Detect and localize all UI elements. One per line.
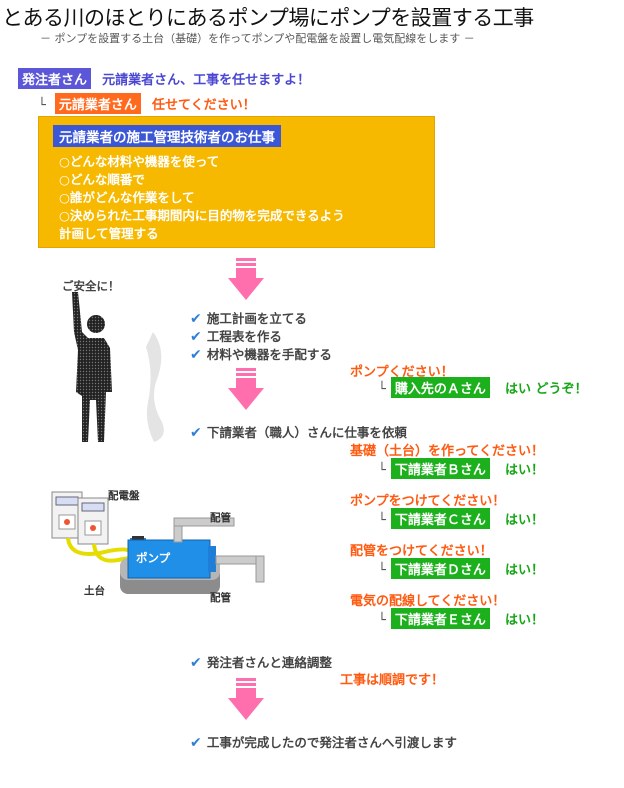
duties-box: 元請業者の施工管理技術者のお仕事 ○どんな材料や機器を使って ○どんな順番で ○… bbox=[38, 116, 435, 248]
pump-request: ポンプください！ bbox=[350, 365, 454, 380]
check-icon: ✔ bbox=[190, 655, 202, 671]
step2-item: ✔ 下請業者（職人）さんに仕事を依頼 bbox=[190, 422, 407, 441]
step1-item: ✔ 施工計画を立てる bbox=[190, 308, 307, 327]
contractor-row: └ 元請業者さん 任せてください！ bbox=[38, 93, 256, 114]
step-text: 施工計画を立てる bbox=[206, 311, 307, 326]
corner-mark: └ bbox=[378, 463, 386, 478]
check-icon: ✔ bbox=[190, 311, 202, 327]
check-icon: ✔ bbox=[190, 425, 202, 441]
step-text: 下請業者（職人）さんに仕事を依頼 bbox=[206, 425, 407, 440]
check-icon: ✔ bbox=[190, 735, 202, 751]
client-text: 元請業者さん、工事を任せますよ！ bbox=[102, 73, 311, 88]
check-icon: ✔ bbox=[190, 329, 202, 345]
request-text: 配管をつけてください！ bbox=[350, 544, 493, 559]
step1-item: ✔ 工程表を作る bbox=[190, 326, 282, 345]
base-label: 土台 bbox=[84, 585, 105, 597]
corner-mark: └ bbox=[378, 563, 386, 578]
step-text: 工事が完成したので発注者さんへ引渡します bbox=[206, 735, 457, 750]
request-reply-row: └ 下請業者Ｃさん はい！ bbox=[378, 508, 544, 529]
client-row: 発注者さん 元請業者さん、工事を任せますよ！ bbox=[18, 68, 310, 89]
step-text: 材料や機器を手配する bbox=[206, 347, 332, 362]
duty-line: 計画して管理する bbox=[59, 226, 159, 241]
reply-text: はい！ bbox=[505, 463, 545, 478]
request-text: ポンプをつけてください！ bbox=[350, 494, 506, 509]
duty-line: ○決められた工事期間内に目的物を完成できるよう bbox=[59, 208, 345, 223]
supplier-tag: 購入先のＡさん bbox=[390, 377, 490, 398]
contractor-text: 任せてください！ bbox=[152, 98, 256, 113]
down-arrow-icon bbox=[228, 258, 264, 300]
check-icon: ✔ bbox=[190, 347, 202, 363]
step-text: 発注者さんと連絡調整 bbox=[206, 655, 332, 670]
request-reply-row: └ 下請業者Ｄさん はい！ bbox=[378, 558, 544, 579]
request-text: 基礎（土台）を作ってください！ bbox=[350, 444, 544, 459]
contractor-tag: 元請業者さん bbox=[54, 93, 141, 114]
duties-heading: 元請業者の施工管理技術者のお仕事 bbox=[53, 125, 281, 147]
subcontractor-tag: 下請業者Ｄさん bbox=[390, 558, 490, 579]
page-subtitle: － ポンプを設置する土台（基礎）を作ってポンプや配電盤を設置し電気配線をします … bbox=[40, 32, 475, 45]
subcontractor-tag: 下請業者Ｅさん bbox=[390, 608, 490, 629]
step-text: 工程表を作る bbox=[206, 329, 282, 344]
reply-text: はい！ bbox=[505, 513, 545, 528]
client-tag: 発注者さん bbox=[18, 68, 92, 89]
corner-mark: └ bbox=[378, 382, 386, 397]
pump-illustration bbox=[51, 491, 265, 594]
duty-line: ○どんな材料や機器を使って bbox=[59, 154, 220, 169]
corner-mark: └ bbox=[378, 513, 386, 528]
step3-item: ✔ 発注者さんと連絡調整 bbox=[190, 652, 332, 671]
duty-line: ○誰がどんな作業をして bbox=[59, 190, 195, 205]
safety-text: ご安全に！ bbox=[62, 279, 120, 293]
worker-figure bbox=[72, 292, 164, 442]
progress-note: 工事は順調です！ bbox=[340, 673, 445, 688]
subcontractor-tag: 下請業者Ｃさん bbox=[390, 508, 490, 529]
corner-mark: └ bbox=[378, 613, 386, 628]
corner-mark: └ bbox=[38, 98, 46, 113]
down-arrow-icon bbox=[228, 368, 264, 410]
pipe-label-bottom: 配管 bbox=[210, 592, 231, 604]
supplier-reply: はい どうぞ！ bbox=[505, 382, 588, 397]
reply-text: はい！ bbox=[505, 563, 545, 578]
page-title: とある川のほとりにあるポンプ場にポンプを設置する工事 bbox=[2, 6, 534, 30]
pipe-label-top: 配管 bbox=[210, 512, 231, 524]
step1-item: ✔ 材料や機器を手配する bbox=[190, 344, 332, 363]
panel-label: 配電盤 bbox=[108, 490, 140, 502]
subcontractor-tag: 下請業者Ｂさん bbox=[390, 458, 490, 479]
request-reply-row: └ 下請業者Ｅさん はい！ bbox=[378, 608, 544, 629]
request-reply-row: └ 下請業者Ｂさん はい！ bbox=[378, 458, 544, 479]
pump-label: ポンプ bbox=[136, 551, 171, 565]
request-text: 電気の配線してください！ bbox=[350, 594, 506, 609]
step4-item: ✔ 工事が完成したので発注者さんへ引渡します bbox=[190, 732, 457, 751]
reply-text: はい！ bbox=[505, 613, 545, 628]
supplier-row: └ 購入先のＡさん はい どうぞ！ bbox=[378, 377, 588, 398]
duty-line: ○どんな順番で bbox=[59, 172, 145, 187]
down-arrow-icon bbox=[228, 678, 264, 720]
